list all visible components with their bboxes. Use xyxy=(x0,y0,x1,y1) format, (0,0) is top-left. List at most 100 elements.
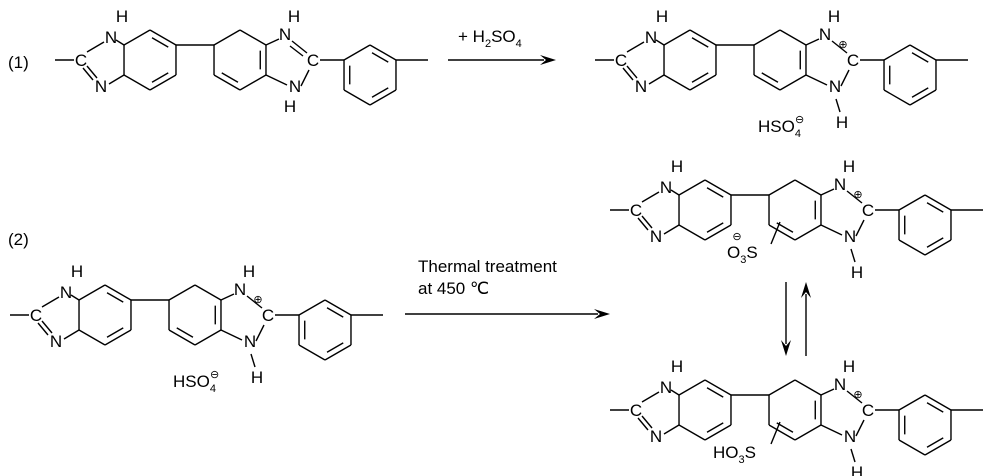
bond xyxy=(63,329,80,340)
ring-bond xyxy=(689,29,717,46)
ring-bond xyxy=(768,424,796,441)
bond xyxy=(805,74,828,86)
nh-bond xyxy=(250,353,256,368)
ring-bond xyxy=(924,394,952,411)
bond xyxy=(220,329,243,341)
atom-label: N xyxy=(834,375,846,394)
atom-label: N xyxy=(244,332,256,351)
bond xyxy=(846,190,863,204)
ring-bond xyxy=(794,224,822,241)
ring-bond xyxy=(298,299,326,316)
hydrogen-label: H xyxy=(843,157,855,176)
ring-bond xyxy=(123,74,151,91)
ring-bond xyxy=(343,89,371,106)
ring-bond xyxy=(704,424,732,441)
ring-bond xyxy=(104,329,132,346)
double-bond xyxy=(106,327,124,338)
carbon-label: C xyxy=(630,401,642,420)
bond xyxy=(670,189,680,196)
bond xyxy=(291,40,308,54)
positive-charge: ⊕ xyxy=(853,389,862,401)
atom-label: N xyxy=(650,427,662,446)
atom-label: N xyxy=(844,427,856,446)
arrow-head xyxy=(801,282,811,298)
ring-bond xyxy=(678,179,706,196)
ring-bond xyxy=(194,329,222,346)
hydrogen-label: H xyxy=(851,463,863,476)
ring-bond xyxy=(794,379,822,396)
ring-bond xyxy=(883,89,911,106)
ring-bond xyxy=(909,44,937,61)
atom-label: N xyxy=(289,77,301,96)
sulfonate-bond xyxy=(770,421,781,445)
ring-bond xyxy=(149,74,177,91)
atom-label: N xyxy=(819,25,831,44)
double-bond xyxy=(706,387,724,398)
ring-bond xyxy=(343,44,371,61)
positive-charge: ⊕ xyxy=(838,39,847,51)
atom-label: N xyxy=(50,332,62,351)
positive-charge: ⊕ xyxy=(853,189,862,201)
double-bond xyxy=(926,202,944,213)
ring-bond xyxy=(794,179,822,196)
double-bond xyxy=(691,72,709,83)
hydrogen-label: H xyxy=(843,357,855,376)
equilibrium-arrow-down xyxy=(781,282,791,356)
ring-bond xyxy=(704,179,732,196)
bond xyxy=(641,191,660,203)
bond xyxy=(846,390,863,404)
ring-bond xyxy=(678,424,706,441)
bond xyxy=(626,65,638,79)
counterion-label: HSO4⊖ xyxy=(758,114,804,140)
carbon-label: C xyxy=(75,51,87,70)
atom-label: N xyxy=(660,178,672,197)
ring-bond xyxy=(779,74,807,91)
double-bond xyxy=(151,72,169,83)
bond xyxy=(840,69,850,87)
reaction-1-number: (1) xyxy=(8,53,29,72)
bond xyxy=(255,324,265,342)
sulfonate-bond xyxy=(770,221,781,245)
ring-bond xyxy=(689,74,717,91)
carbon-label: C xyxy=(862,401,874,420)
bond xyxy=(648,74,665,85)
reaction-2-number: (2) xyxy=(8,230,29,249)
ring-bond xyxy=(883,44,911,61)
ring-bond xyxy=(898,394,926,411)
atom-label: N xyxy=(834,175,846,194)
nh-bond xyxy=(850,448,856,463)
ring-bond xyxy=(768,379,796,396)
ring-bond xyxy=(149,29,177,46)
ring-bond xyxy=(753,29,781,46)
bond xyxy=(108,74,125,85)
ring-bond xyxy=(704,224,732,241)
carbon-label: C xyxy=(30,306,42,325)
bond xyxy=(220,293,235,301)
bond xyxy=(265,38,280,46)
atom-label: N xyxy=(645,28,657,47)
double-bond xyxy=(706,222,724,233)
carbon-label: C xyxy=(262,306,274,325)
ring-bond xyxy=(78,284,106,301)
ring-bond xyxy=(168,329,196,346)
ring-bond xyxy=(768,179,796,196)
ring-bond xyxy=(779,29,807,46)
double-bond xyxy=(106,292,124,303)
bond xyxy=(663,224,680,235)
bond xyxy=(41,296,60,308)
hydrogen-label: H xyxy=(251,368,263,387)
ring-bond xyxy=(194,284,222,301)
hydrogen-label: H xyxy=(288,7,300,26)
double-bond xyxy=(691,37,709,48)
atom-label: N xyxy=(105,28,117,47)
ring-bond xyxy=(678,224,706,241)
bond xyxy=(626,41,645,53)
double-bond xyxy=(371,87,389,98)
ring-bond xyxy=(239,29,267,46)
ring-bond xyxy=(924,194,952,211)
hydrogen-label: H xyxy=(284,97,296,116)
ring-bond xyxy=(168,284,196,301)
